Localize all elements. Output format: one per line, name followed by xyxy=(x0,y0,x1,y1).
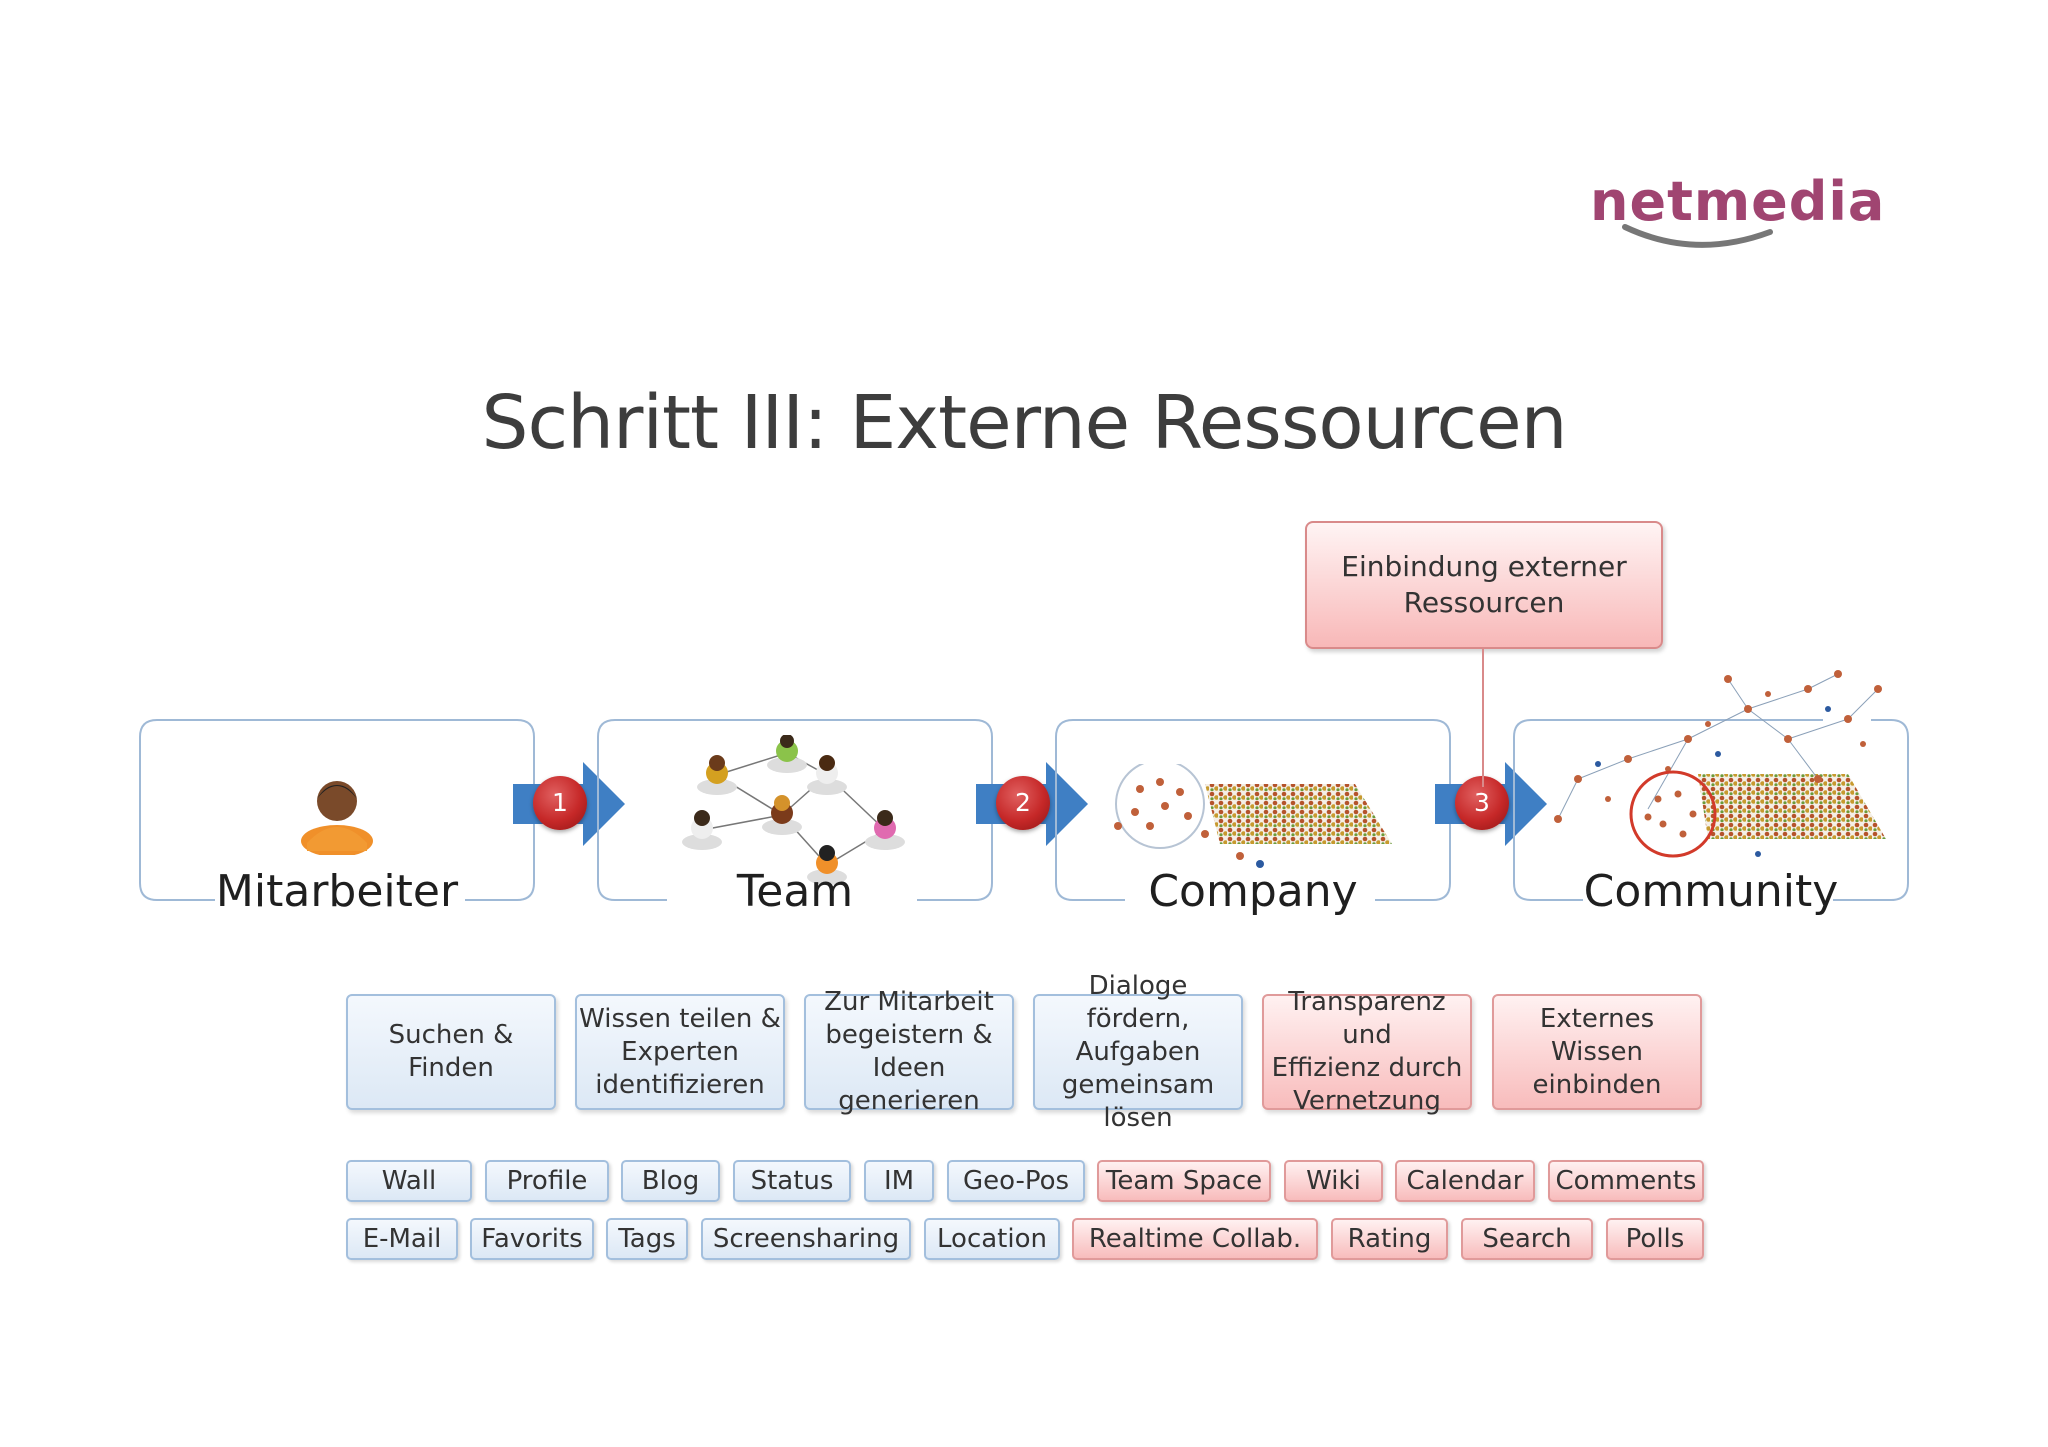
person-icon xyxy=(301,781,373,855)
tag: Location xyxy=(924,1218,1060,1260)
netmedia-logo: netmedia xyxy=(1590,170,1884,260)
step-badge: 3 xyxy=(1455,776,1509,830)
stage-frame xyxy=(1513,719,1909,901)
stage-label: Community xyxy=(1583,866,1839,917)
tag: Blog xyxy=(621,1160,720,1202)
tag: Calendar xyxy=(1395,1160,1535,1202)
team-network-icon xyxy=(682,735,905,885)
company-crowd-icon xyxy=(1114,764,1392,868)
goal-box: Suchen & Finden xyxy=(346,994,556,1110)
step-badge: 2 xyxy=(996,776,1050,830)
stage-frame xyxy=(597,719,993,901)
tag: Realtime Collab. xyxy=(1072,1218,1318,1260)
goal-box: Wissen teilen & Experten identifizieren xyxy=(575,994,785,1110)
stage-company: Company xyxy=(1055,719,1451,917)
tag: Geo-Pos xyxy=(947,1160,1085,1202)
tag: Search xyxy=(1461,1218,1593,1260)
step-badge: 1 xyxy=(533,776,587,830)
tag: IM xyxy=(864,1160,934,1202)
callout-connector xyxy=(1482,647,1484,787)
stage-label: Team xyxy=(736,866,854,917)
stage-frame xyxy=(139,719,535,901)
tag: Rating xyxy=(1331,1218,1448,1260)
community-network-icon xyxy=(1554,670,1886,858)
goal-box: Transparenz und Effizienz durch Vernetzu… xyxy=(1262,987,1472,1116)
callout-external-resources: Einbindung externer Ressourcen xyxy=(1305,521,1663,649)
tag: Screensharing xyxy=(701,1218,911,1260)
tag: E-Mail xyxy=(346,1218,458,1260)
slide-title: Schritt III: Externe Ressourcen xyxy=(481,380,1568,466)
tag: Team Space xyxy=(1097,1160,1271,1202)
step-arrow-2: 2 xyxy=(976,762,1088,846)
goal-box: Zur Mitarbeit begeistern & Ideen generie… xyxy=(804,987,1014,1116)
logo-swoosh-icon xyxy=(1622,224,1773,248)
goal-box: Dialoge fördern, Aufgaben gemeinsam löse… xyxy=(1033,971,1243,1133)
stage-label: Company xyxy=(1148,866,1358,917)
stage-mitarbeiter: Mitarbeiter xyxy=(139,719,535,917)
stage-frame xyxy=(1055,719,1451,901)
goal-box: Externes Wissen einbinden xyxy=(1492,994,1702,1110)
tag: Polls xyxy=(1606,1218,1704,1260)
tag: Status xyxy=(733,1160,851,1202)
tag: Profile xyxy=(485,1160,609,1202)
tag: Favorits xyxy=(470,1218,594,1260)
tag: Comments xyxy=(1548,1160,1704,1202)
step-arrow-3: 3 xyxy=(1435,762,1547,846)
logo-text: netmedia xyxy=(1590,170,1886,233)
tag: Wall xyxy=(346,1160,472,1202)
tag: Wiki xyxy=(1284,1160,1383,1202)
stage-community: Community xyxy=(1513,670,1909,917)
stage-label: Mitarbeiter xyxy=(215,866,459,917)
stage-team: Team xyxy=(597,719,993,917)
tag: Tags xyxy=(606,1218,688,1260)
